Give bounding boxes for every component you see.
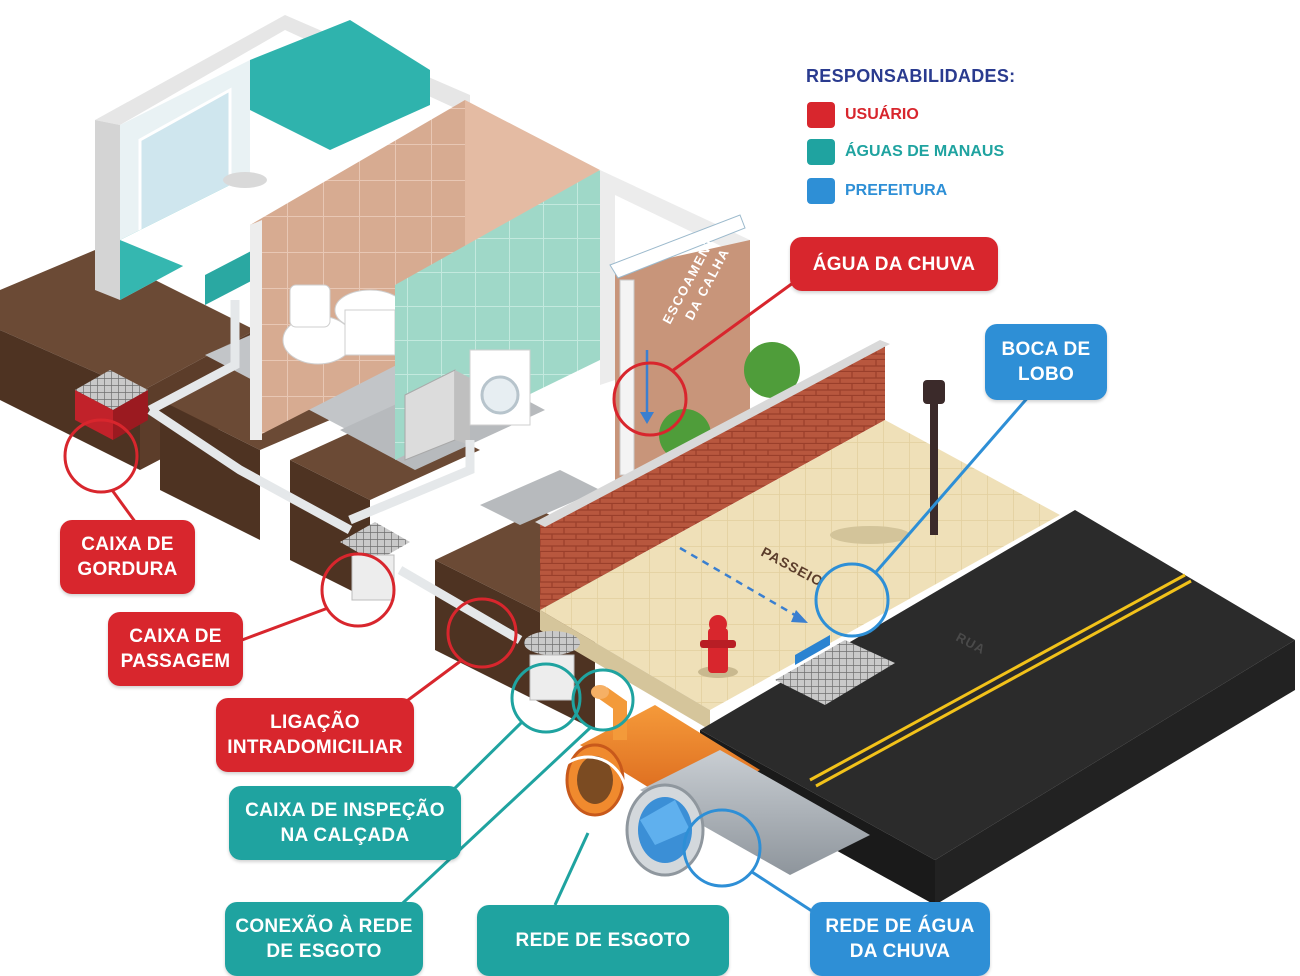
storm-drain-grate	[775, 635, 895, 705]
callout-text: NA CALÇADA	[280, 825, 410, 846]
callout-rede-de-esgoto: REDE DE ESGOTO	[477, 905, 729, 976]
storm-main-pipe	[625, 750, 870, 877]
callout-text: REDE DE ESGOTO	[515, 930, 691, 951]
gutter-wall	[609, 214, 750, 480]
inspection-box	[524, 631, 580, 701]
callout-caixa-de-gordura: CAIXA DE GORDURA	[60, 520, 195, 594]
brick-wall	[535, 340, 890, 610]
callout-text: DA CHUVA	[849, 941, 951, 962]
callout-text: CAIXA DE INSPEÇÃO	[245, 800, 445, 821]
callout-rede-agua-chuva: REDE DE ÁGUA DA CHUVA	[810, 902, 990, 976]
callout-ligacao-intradomiciliar: LIGAÇÃO INTRADOMICILIAR	[216, 698, 414, 772]
fire-hydrant	[698, 615, 738, 678]
callout-conexao-rede: CONEXÃO À REDE DE ESGOTO	[225, 902, 423, 976]
street-lamp	[830, 380, 945, 544]
callout-text: LOBO	[1017, 364, 1075, 385]
callout-text: PASSAGEM	[120, 651, 231, 672]
kitchen	[95, 15, 470, 305]
callout-text: ÁGUA DA CHUVA	[812, 253, 976, 275]
legend-swatch-teal	[807, 139, 835, 165]
legend-item-aguas: ÁGUAS DE MANAUS	[807, 138, 1004, 166]
callout-text: CONEXÃO À REDE	[235, 916, 413, 937]
legend-label: ÁGUAS DE MANAUS	[845, 143, 1005, 160]
legend-title: RESPONSABILIDADES:	[806, 66, 1016, 86]
legend-label: USUÁRIO	[845, 106, 919, 123]
callout-text: GORDURA	[77, 559, 178, 580]
callout-text: DE ESGOTO	[266, 941, 382, 962]
legend-label: PREFEITURA	[845, 182, 948, 199]
callout-text: CAIXA DE	[129, 626, 222, 647]
callout-caixa-de-inspecao: CAIXA DE INSPEÇÃO NA CALÇADA	[229, 786, 461, 860]
legend-item-usuario: USUÁRIO	[807, 101, 919, 129]
callout-agua-da-chuva: ÁGUA DA CHUVA	[790, 237, 998, 291]
callout-text: REDE DE ÁGUA	[825, 916, 975, 937]
legend-swatch-blue	[807, 178, 835, 204]
leader-lines	[63, 270, 1032, 917]
legend-item-prefeitura: PREFEITURA	[807, 177, 947, 205]
passage-box	[340, 522, 410, 601]
callout-boca-de-lobo: BOCA DE LOBO	[985, 324, 1107, 400]
callout-text: BOCA DE	[1001, 339, 1091, 360]
callout-text: INTRADOMICILIAR	[227, 737, 403, 758]
house-pipes	[147, 300, 523, 644]
callout-caixa-de-passagem: CAIXA DE PASSAGEM	[108, 612, 243, 686]
laundry	[395, 170, 750, 461]
callout-text: CAIXA DE	[81, 534, 174, 555]
callout-text: LIGAÇÃO	[270, 712, 360, 733]
legend-swatch-red	[807, 102, 835, 128]
